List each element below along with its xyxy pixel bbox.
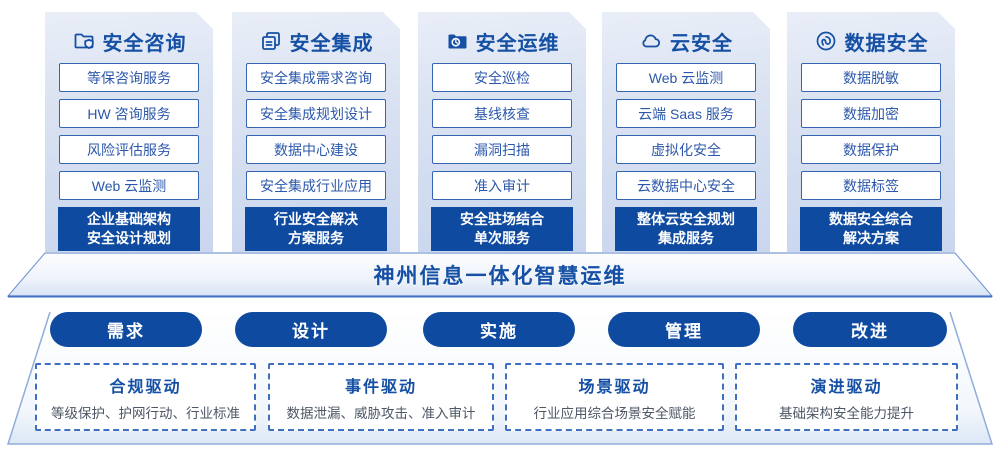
service-item: 安全集成规划设计 [246, 99, 386, 128]
driver-box-scenario: 场景驱动 行业应用综合场景安全赋能 [505, 363, 724, 431]
card-items: 等保咨询服务 HW 咨询服务 风险评估服务 Web 云监测 [45, 60, 213, 200]
pill-improvement: 改进 [793, 312, 947, 347]
pill-management: 管理 [608, 312, 760, 347]
driver-desc: 行业应用综合场景安全赋能 [533, 405, 696, 421]
pill-demand: 需求 [50, 312, 202, 347]
service-item: Web 云监测 [616, 63, 756, 92]
stacked-docs-icon [259, 29, 283, 53]
card-footer: 整体云安全规划 集成服务 [615, 207, 757, 251]
card-items: 数据脱敏 数据加密 数据保护 数据标签 [787, 60, 955, 200]
driver-box-compliance: 合规驱动 等级保护、护网行动、行业标准 [35, 363, 256, 431]
driver-box-evolution: 演进驱动 基础架构安全能力提升 [735, 363, 958, 431]
cloud-icon [639, 29, 663, 53]
service-item: 数据保护 [801, 135, 941, 164]
card-footer: 安全驻场结合 单次服务 [431, 207, 573, 251]
pill-design: 设计 [235, 312, 387, 347]
service-item: 数据标签 [801, 171, 941, 200]
pill-implementation: 实施 [423, 312, 575, 347]
card-header: 云安全 [602, 22, 770, 60]
service-item: 虚拟化安全 [616, 135, 756, 164]
driver-title: 合规驱动 [109, 378, 182, 396]
card-security-consulting: 安全咨询 等保咨询服务 HW 咨询服务 风险评估服务 Web 云监测 企业基础架… [45, 12, 213, 252]
service-item: 云数据中心安全 [616, 171, 756, 200]
card-title: 安全集成 [289, 32, 374, 55]
card-items: 安全集成需求咨询 安全集成规划设计 数据中心建设 安全集成行业应用 [232, 60, 400, 200]
driver-title: 演进驱动 [810, 378, 883, 396]
folder-clock-icon [445, 29, 469, 53]
driver-desc: 数据泄漏、威胁攻击、准入审计 [286, 405, 476, 421]
service-item: 基线核查 [432, 99, 572, 128]
card-header: 安全集成 [232, 22, 400, 60]
service-item: 数据脱敏 [801, 63, 941, 92]
card-footer: 数据安全综合 解决方案 [800, 207, 942, 251]
card-title: 安全运维 [475, 32, 560, 55]
card-header: 安全运维 [418, 22, 586, 60]
card-security-integration: 安全集成 安全集成需求咨询 安全集成规划设计 数据中心建设 安全集成行业应用 行… [232, 12, 400, 252]
card-items: 安全巡检 基线核查 漏洞扫描 准入审计 [418, 60, 586, 200]
fingerprint-icon [814, 29, 838, 53]
driver-title: 事件驱动 [344, 378, 417, 396]
platform-banner-shape [6, 252, 994, 298]
card-title: 安全咨询 [102, 32, 187, 55]
card-footer: 行业安全解决 方案服务 [245, 207, 387, 251]
driver-desc: 基础架构安全能力提升 [779, 405, 914, 421]
driver-desc: 等级保护、护网行动、行业标准 [51, 405, 240, 421]
service-item: 安全巡检 [432, 63, 572, 92]
card-security-operations: 安全运维 安全巡检 基线核查 漏洞扫描 准入审计 安全驻场结合 单次服务 [418, 12, 586, 252]
service-item: 安全集成需求咨询 [246, 63, 386, 92]
service-item: HW 咨询服务 [59, 99, 199, 128]
card-title: 数据安全 [844, 32, 929, 55]
service-item: 数据中心建设 [246, 135, 386, 164]
card-data-security: 数据安全 数据脱敏 数据加密 数据保护 数据标签 数据安全综合 解决方案 [787, 12, 955, 252]
driver-title: 场景驱动 [578, 378, 651, 396]
service-item: 等保咨询服务 [59, 63, 199, 92]
folder-shield-icon [72, 29, 96, 53]
service-item: 云端 Saas 服务 [616, 99, 756, 128]
service-item: Web 云监测 [59, 171, 199, 200]
card-header: 安全咨询 [45, 22, 213, 60]
service-item: 风险评估服务 [59, 135, 199, 164]
service-item: 漏洞扫描 [432, 135, 572, 164]
service-item: 数据加密 [801, 99, 941, 128]
service-item: 准入审计 [432, 171, 572, 200]
card-cloud-security: 云安全 Web 云监测 云端 Saas 服务 虚拟化安全 云数据中心安全 整体云… [602, 12, 770, 252]
driver-box-incident: 事件驱动 数据泄漏、威胁攻击、准入审计 [268, 363, 494, 431]
card-items: Web 云监测 云端 Saas 服务 虚拟化安全 云数据中心安全 [602, 60, 770, 200]
card-footer: 企业基础架构 安全设计规划 [58, 207, 200, 251]
service-item: 安全集成行业应用 [246, 171, 386, 200]
banner-title: 神州信息一体化智慧运维 [373, 265, 627, 288]
card-title: 云安全 [670, 32, 733, 55]
card-header: 数据安全 [787, 22, 955, 60]
